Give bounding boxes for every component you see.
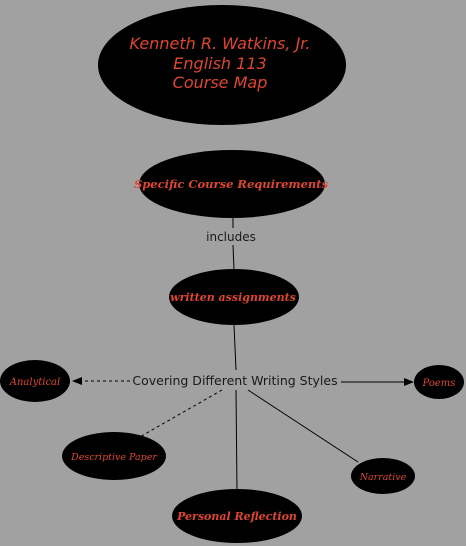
narrative-node <box>351 458 415 494</box>
title-line-2: English 113 <box>173 54 266 73</box>
connector-assignments-styles <box>233 324 237 371</box>
reflection-node <box>172 489 302 543</box>
connector-includes-assignments <box>232 244 235 271</box>
writing-styles-label: Covering Different Writing Styles <box>132 373 337 388</box>
descriptive-label: Descriptive Paper <box>70 452 158 463</box>
title-line-1: Kenneth R. Watkins, Jr. <box>130 34 311 53</box>
assignments-node <box>169 269 299 325</box>
title-node <box>98 5 346 125</box>
descriptive-node <box>62 432 166 480</box>
reflection-label: Personal Reflection <box>176 510 297 523</box>
requirements-label: Specific Course Requirements <box>134 177 329 191</box>
includes-label: includes <box>206 230 256 244</box>
narrative-label: Narrative <box>359 472 407 483</box>
dashed-connector-to-descriptive <box>137 389 223 439</box>
requirements-node <box>139 150 325 218</box>
poems-label: Poems <box>422 378 456 389</box>
connector-to-reflection <box>235 389 238 493</box>
title-line-3: Course Map <box>173 73 268 92</box>
analytical-node <box>0 360 70 402</box>
connector-to-narrative <box>247 389 359 463</box>
analytical-label: Analytical <box>9 377 60 388</box>
assignments-label: written assignments <box>170 291 296 304</box>
poems-node <box>414 365 464 399</box>
